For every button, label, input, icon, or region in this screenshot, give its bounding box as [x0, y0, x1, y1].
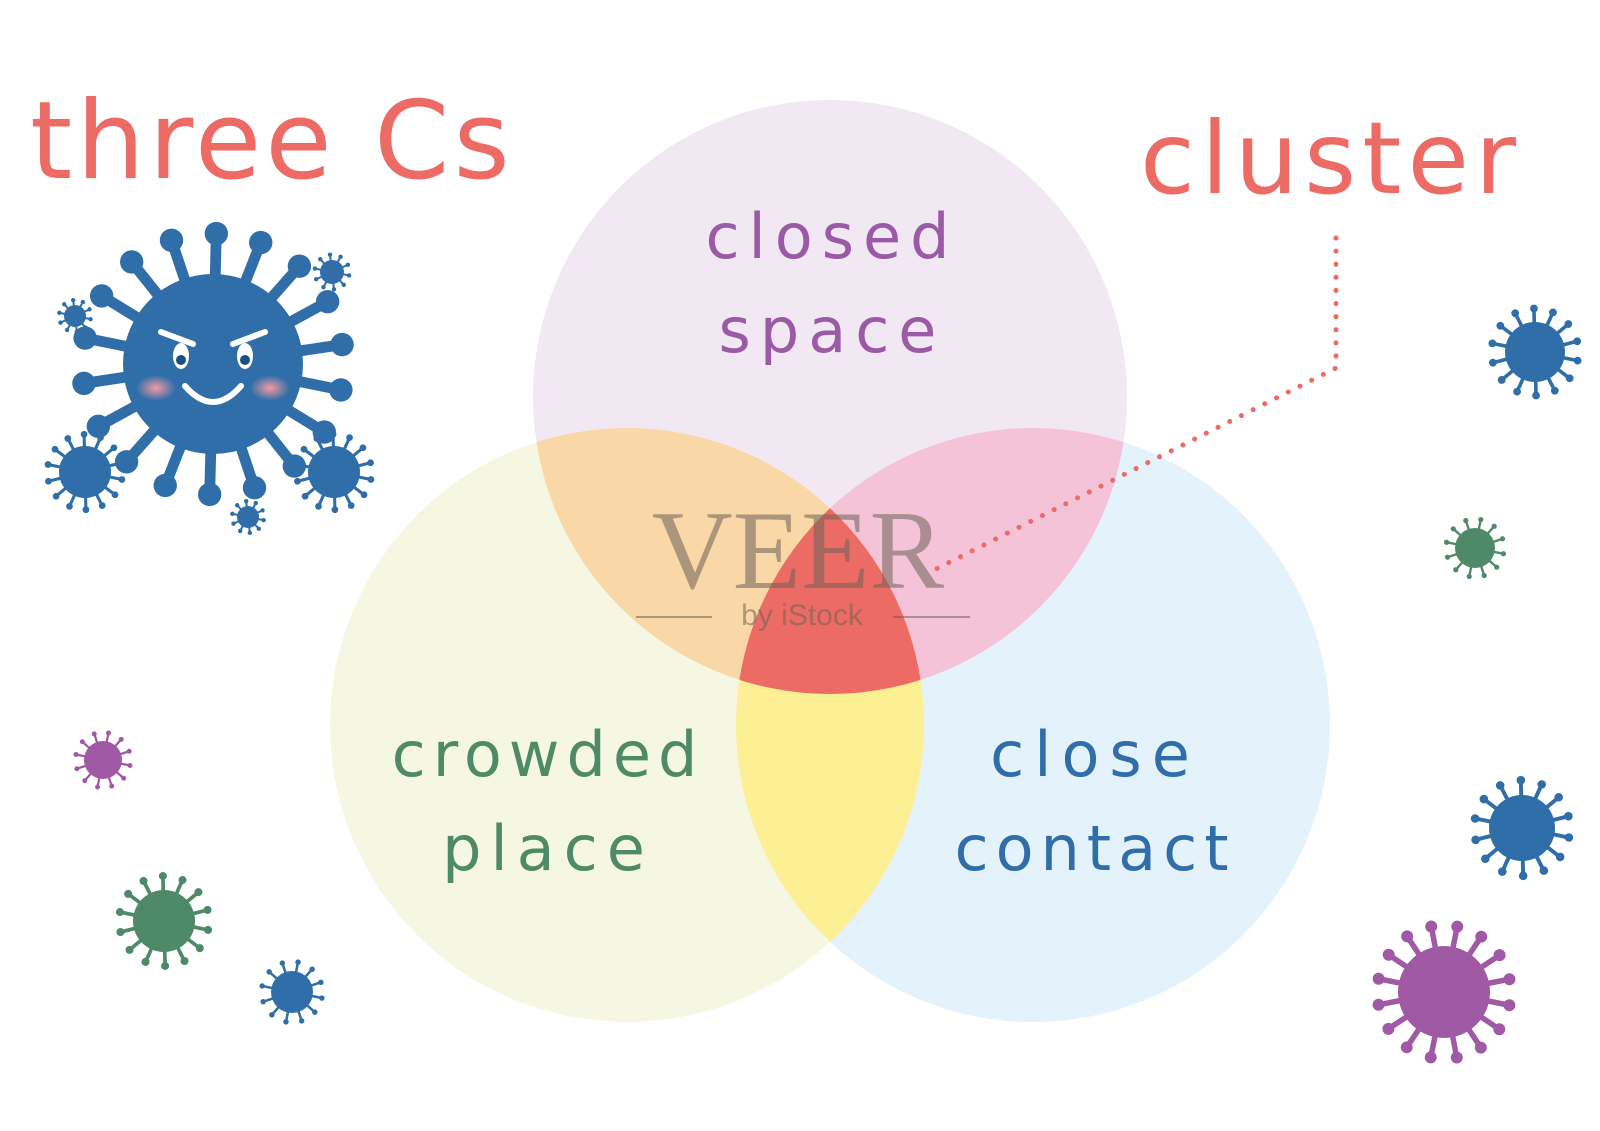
- virus-icon: [44, 430, 126, 514]
- brow-left: [158, 329, 196, 347]
- virus-icon: [1372, 920, 1516, 1064]
- cluster-leader-line: [927, 235, 1339, 575]
- brow-right: [230, 329, 268, 347]
- virus-icon: [73, 730, 133, 790]
- virus-icon: [230, 498, 266, 536]
- overlap-closed-contact: [736, 428, 1127, 694]
- close-contact-label-line2: contact: [954, 812, 1235, 885]
- crowded-place-label-line2: place: [442, 812, 654, 885]
- watermark-sub: by iStock: [741, 599, 864, 632]
- virus-icon: [57, 297, 93, 335]
- venn-diagram: [330, 100, 1330, 1022]
- watermark-main: VEER: [652, 489, 945, 613]
- close-contact-label-line1: close: [990, 718, 1200, 791]
- cheek-left: [136, 375, 176, 401]
- cheek-right: [250, 375, 290, 401]
- mascot-virus-icon: [72, 221, 354, 507]
- virus-icon: [115, 872, 213, 970]
- crowded-place-label-line1: crowded: [392, 718, 705, 791]
- virus-icon: [259, 959, 325, 1025]
- virus-icon: [312, 252, 352, 292]
- virus-icon: [1488, 304, 1582, 400]
- mouth: [182, 383, 244, 405]
- cluster-label: cluster: [1140, 100, 1522, 217]
- virus-icon: [1470, 775, 1574, 881]
- virus-icon: [293, 430, 375, 514]
- page-title: three Cs: [30, 79, 514, 204]
- overlap-closed-crowded: [533, 428, 924, 694]
- watermark: VEER by iStock: [636, 489, 970, 632]
- virus-icon: [1443, 516, 1507, 580]
- virus-decorations: [44, 252, 1582, 1064]
- closed-space-label-line1: closed: [705, 200, 958, 273]
- closed-space-label-line2: space: [719, 294, 946, 367]
- mascot-virus-body: [72, 221, 354, 507]
